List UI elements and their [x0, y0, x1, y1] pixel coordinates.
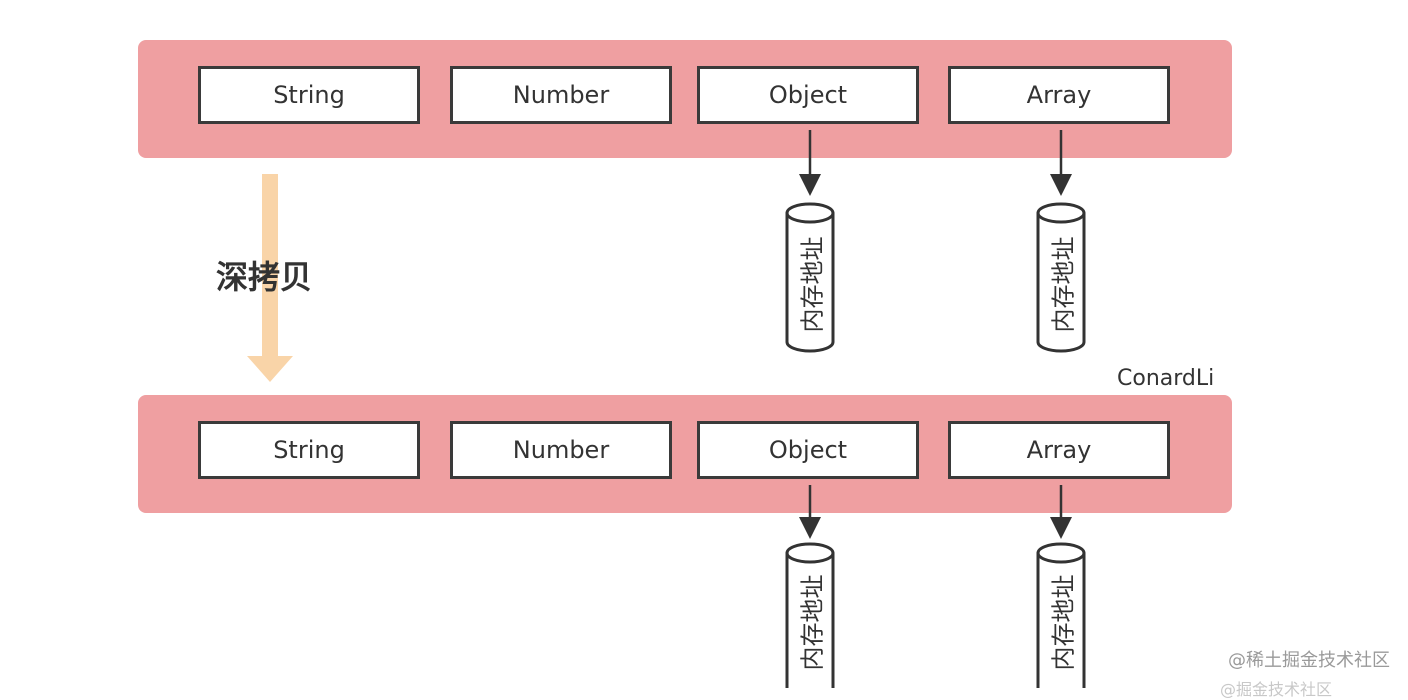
- type-cell-array: Array: [948, 66, 1170, 124]
- type-cell-array: Array: [948, 421, 1170, 479]
- copy-memory-row: String Number Object Array: [138, 395, 1232, 513]
- type-cell-string: String: [198, 421, 420, 479]
- type-cell-string: String: [198, 66, 420, 124]
- site-watermark: @稀土掘金技术社区: [1228, 650, 1390, 671]
- site-watermark-secondary: @掘金技术社区: [1220, 680, 1333, 699]
- memory-address-label-array-bottom: 内存地址: [1049, 574, 1078, 670]
- type-cell-number: Number: [450, 421, 672, 479]
- memory-address-label-object-top: 内存地址: [798, 236, 827, 332]
- type-cell-object: Object: [697, 421, 919, 479]
- source-memory-row: String Number Object Array: [138, 40, 1232, 158]
- author-credit: ConardLi: [1117, 366, 1215, 391]
- deep-copy-label: 深拷贝: [216, 258, 313, 296]
- type-cell-object: Object: [697, 66, 919, 124]
- memory-address-label-array-top: 内存地址: [1049, 236, 1078, 332]
- type-cell-number: Number: [450, 66, 672, 124]
- memory-address-label-object-bottom: 内存地址: [798, 574, 827, 670]
